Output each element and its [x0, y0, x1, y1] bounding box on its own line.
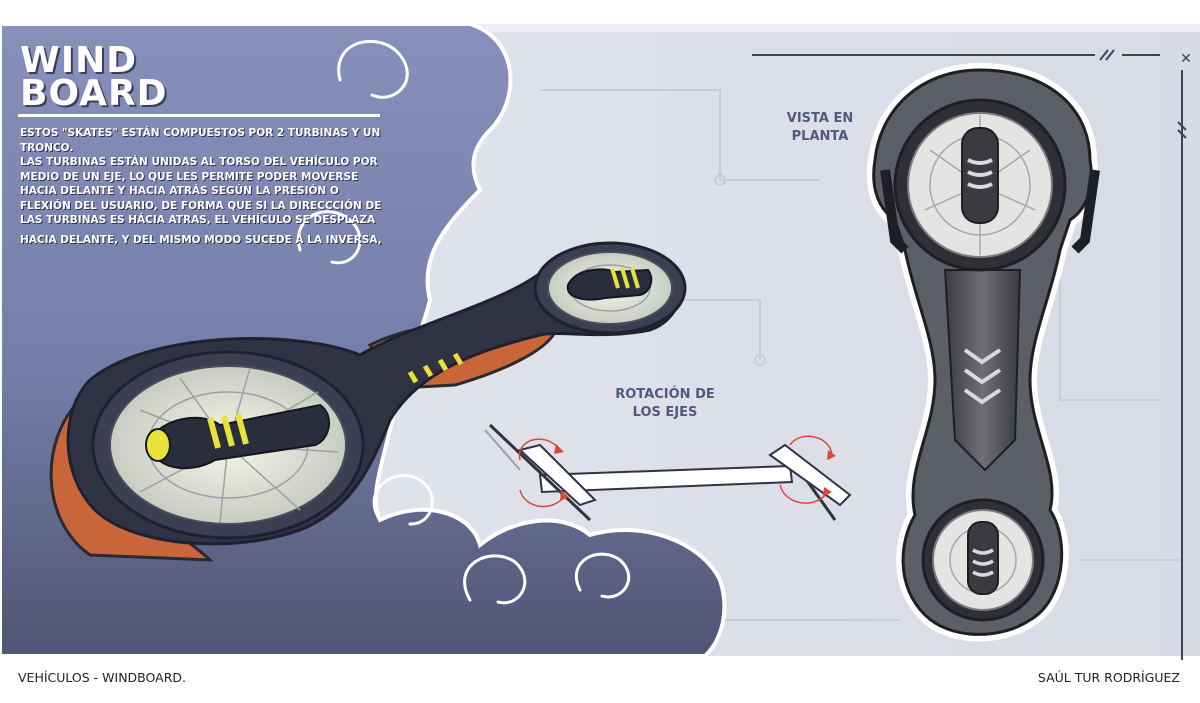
rotation-label: ROTACIÓN DE LOS EJES — [615, 387, 715, 420]
description-line: TRONCO. — [20, 141, 74, 154]
front-hub-stripes — [610, 267, 640, 289]
title-line-2: BOARD — [20, 73, 168, 114]
plan-center-plate — [943, 269, 1022, 472]
windboard-plan-view — [866, 62, 1100, 642]
description-line: LAS TURBINAS ESTÁN UNIDAS AL TORSO DEL V… — [20, 156, 378, 168]
rear-hub — [148, 403, 330, 470]
description-line: HACIA DELANTE, Y DEL MISMO MODO SUCEDE A… — [20, 233, 382, 246]
description-line: LAS TURBINAS ES HÁCIA ATRAS, EL VEHÍCULO… — [20, 214, 376, 226]
rotation-shaft — [538, 464, 794, 494]
top-strip — [0, 24, 1200, 32]
plan-bottom-hub-ribs — [972, 548, 994, 577]
description-line: FLEXIÓN DEL USUARIO, DE FORMA QUE SI LA … — [20, 199, 382, 212]
footer-caption: VEHÍCULOS - WINDBOARD. — [18, 670, 186, 685]
left-axle — [488, 423, 592, 522]
body-stripes — [407, 352, 464, 384]
windboard-perspective — [49, 241, 687, 562]
description-text: ESTOS "SKATES" ESTÁN COMPUESTOS POR 2 TU… — [20, 126, 400, 247]
plan-center-chevrons — [963, 348, 1002, 405]
frame-decoration — [752, 49, 1187, 660]
footer-author: SAÚL TUR RODRÍGUEZ — [1037, 670, 1180, 685]
axis-rotation-diagram — [484, 423, 852, 522]
rear-hub-stripes — [207, 413, 249, 449]
description-line: HACIA DELANTE Y HACIA ATRÁS SEGÚN LA PRE… — [20, 185, 339, 197]
front-hub — [566, 268, 653, 301]
cloud-swirls — [296, 39, 631, 605]
page-title: WIND BOARD — [20, 43, 168, 112]
plan-view-label: VISTA EN PLANTA — [786, 111, 854, 144]
rear-hub-cap — [145, 428, 171, 462]
rotation-arrowheads — [554, 444, 836, 501]
description-line: ESTOS "SKATES" ESTÁN COMPUESTOS POR 2 TU… — [20, 127, 381, 139]
plan-top-hub-ribs — [967, 158, 993, 189]
plan-bottom-hub — [967, 521, 999, 595]
close-icon: ✕ — [1180, 51, 1192, 67]
title-underline — [18, 114, 380, 117]
plan-side-arms — [880, 169, 1100, 254]
title-line-1: WIND — [20, 40, 138, 81]
description-line: MEDIO DE UN EJE, LO QUE LES PERMITE PODE… — [20, 170, 359, 183]
